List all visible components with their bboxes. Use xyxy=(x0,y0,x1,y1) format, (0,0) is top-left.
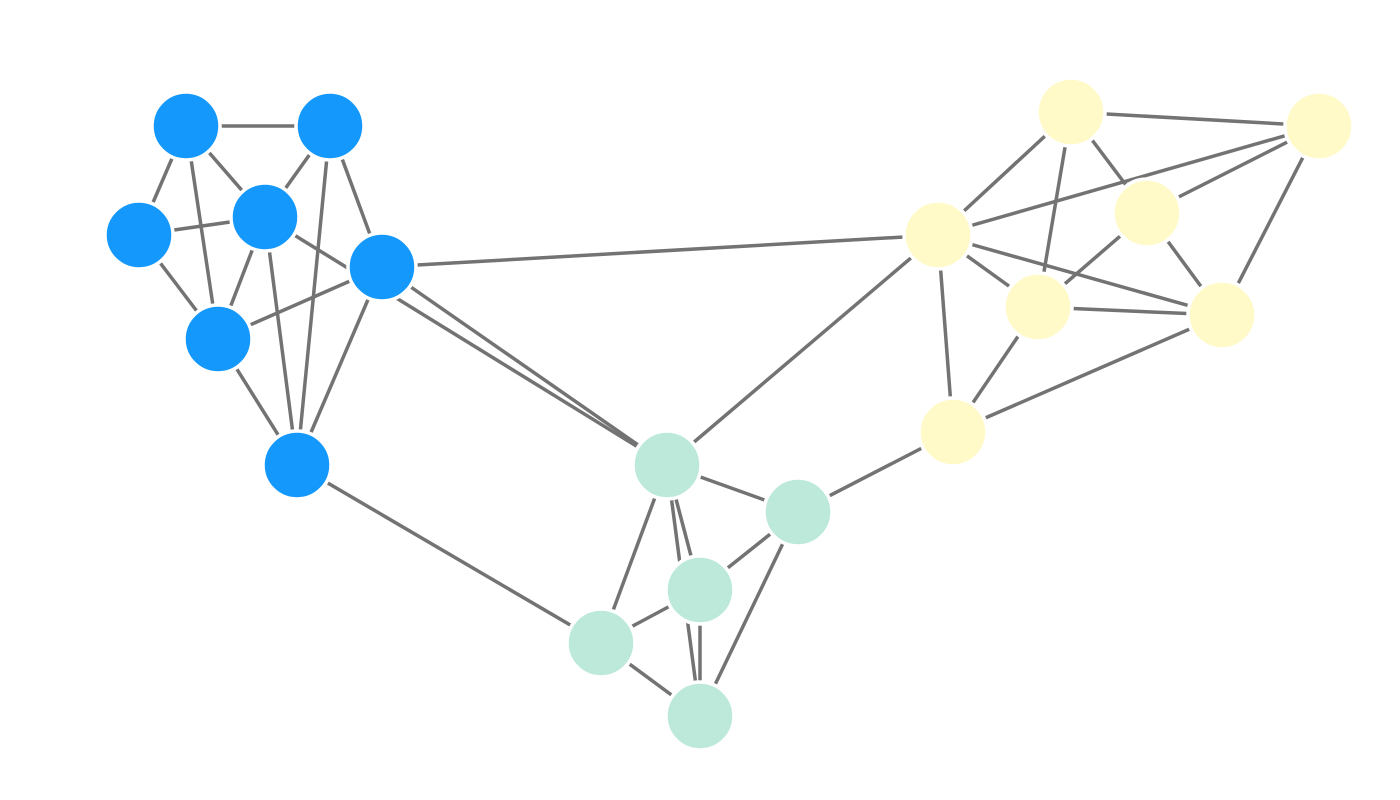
edge-y1-y6 xyxy=(936,233,1224,317)
edge-g1-y1 xyxy=(665,233,940,467)
node-g3[interactable] xyxy=(664,554,736,626)
node-b4[interactable] xyxy=(229,181,301,253)
node-y1[interactable] xyxy=(902,199,974,271)
node-y5[interactable] xyxy=(1002,271,1074,343)
node-b1[interactable] xyxy=(150,90,222,162)
edge-y6-y7 xyxy=(951,313,1224,434)
node-g5[interactable] xyxy=(664,680,736,752)
node-y7[interactable] xyxy=(917,396,989,468)
node-y2[interactable] xyxy=(1035,76,1107,148)
node-layer xyxy=(103,76,1355,752)
edge-b4-b7 xyxy=(263,215,299,467)
node-g1[interactable] xyxy=(631,429,703,501)
edge-y2-y3 xyxy=(1069,110,1321,128)
node-b2[interactable] xyxy=(294,90,366,162)
node-y6[interactable] xyxy=(1186,279,1258,351)
edge-g2-g5 xyxy=(698,510,800,718)
edge-b5-y1 xyxy=(380,233,940,269)
node-b5[interactable] xyxy=(346,231,418,303)
edge-b5-g1 xyxy=(380,265,669,467)
node-b3[interactable] xyxy=(103,199,175,271)
edge-b5-b7 xyxy=(295,265,384,467)
edge-b7-g4 xyxy=(295,463,603,645)
node-g4[interactable] xyxy=(565,607,637,679)
node-b6[interactable] xyxy=(182,303,254,375)
edge-y1-y3 xyxy=(936,124,1321,237)
node-y4[interactable] xyxy=(1111,177,1183,249)
edge-b1-b6 xyxy=(184,124,220,341)
edge-b4-g1 xyxy=(263,215,669,467)
node-g2[interactable] xyxy=(762,476,834,548)
node-y3[interactable] xyxy=(1283,90,1355,162)
node-b7[interactable] xyxy=(261,429,333,501)
